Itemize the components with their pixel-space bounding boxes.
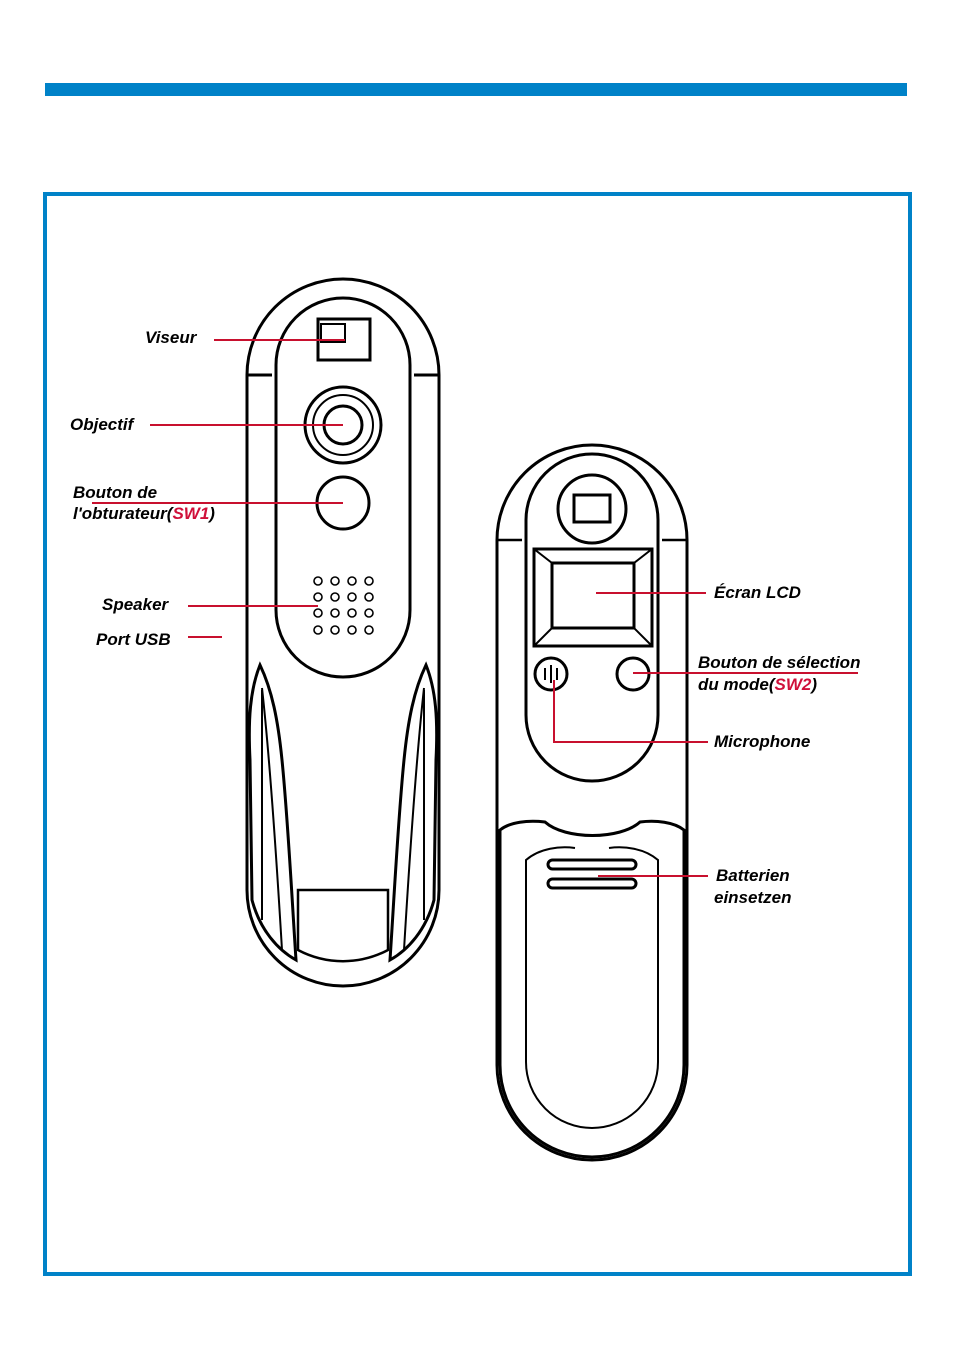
label-sw2-code: SW2 [774,675,812,694]
label-viseur: Viseur [145,328,197,347]
lcd-screen-bezel [532,547,654,648]
label-bouton-line2: l'obturateur(SW1) [73,504,215,523]
clip-right [388,661,439,963]
back-outer-body [495,443,689,1162]
clip-left [247,661,298,963]
back-top-panel [524,452,660,783]
microphone-grille [533,656,569,692]
label-ecran-lcd: Écran LCD [714,583,801,602]
diagram-frame [43,192,912,1276]
back-viewfinder-ring [556,473,628,545]
label-objectif: Objectif [70,415,134,434]
label-batterien-line2: einsetzen [714,888,792,907]
battery-slot-1 [546,858,638,871]
front-view [245,277,441,988]
label-port-usb: Port USB [96,630,171,649]
speaker-grille [313,576,374,635]
front-bottom-inner [296,888,390,963]
label-mode-line2: du mode(SW2) [698,675,818,694]
front-outer-body [245,277,441,988]
leader-lines [92,339,858,877]
label-bouton-line1: Bouton de [73,483,158,502]
battery-cover [498,819,686,1159]
label-microphone: Microphone [714,732,811,751]
label-mode-line1: Bouton de sélection [698,653,861,672]
label-speaker: Speaker [102,595,169,614]
front-top-panel [274,296,412,679]
battery-slot-2 [546,877,638,890]
header-rule [45,83,907,96]
lcd-screen [550,561,636,630]
back-view [495,443,689,1162]
label-batterien-line1: Batterien [716,866,790,885]
label-sw1-code: SW1 [172,504,210,523]
